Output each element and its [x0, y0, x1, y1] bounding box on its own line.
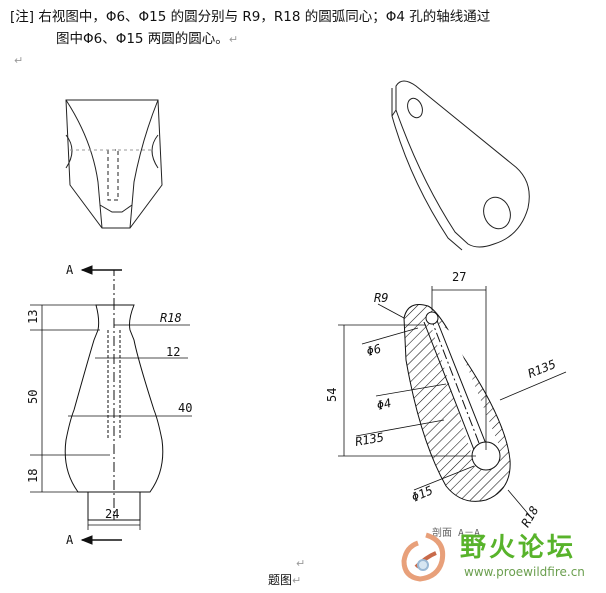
- paragraph-mark: ↵: [14, 54, 24, 67]
- top-view-drawing: [65, 99, 163, 229]
- dim-27: 27: [452, 270, 466, 284]
- dim-24: 24: [105, 507, 119, 521]
- dim-13: 13: [26, 310, 40, 324]
- watermark-title: 野火论坛: [460, 533, 577, 563]
- dim-54: 54: [325, 388, 339, 402]
- dim-12: 12: [166, 345, 180, 359]
- dim-50: 50: [26, 390, 40, 404]
- paragraph-mark: ↵: [228, 33, 239, 46]
- isometric-view-drawing: [391, 80, 530, 251]
- flame-icon: [401, 532, 446, 582]
- dim-r18: R18: [160, 311, 182, 325]
- dim-phi4: Φ4: [375, 396, 392, 413]
- dim-r135-left: R135: [354, 430, 385, 449]
- paragraph-mark: ↵: [292, 574, 302, 587]
- section-label: 剖面 A－A: [432, 526, 480, 539]
- dim-phi15: Φ15: [410, 483, 436, 505]
- watermark-url: www.proewildfire.cn: [464, 565, 585, 579]
- front-section-view: [30, 265, 192, 545]
- problem-note: [注] 右视图中，Φ6、Φ15 的圆分别与 R9，R18 的圆弧同心；Φ4 孔的…: [10, 6, 490, 51]
- dim-phi6: Φ6: [365, 341, 383, 358]
- dim-40: 40: [178, 401, 192, 415]
- figure-caption: 题图↵: [268, 573, 302, 587]
- dim-r9: R9: [374, 291, 388, 305]
- side-section-view: [338, 286, 567, 517]
- section-label-top: A: [66, 263, 74, 277]
- watermark-logo: 野火论坛 www.proewildfire.cn: [396, 521, 606, 593]
- paragraph-mark: ↵: [296, 557, 306, 570]
- note-line-2: 图中Φ6、Φ15 两圆的圆心。↵: [56, 31, 239, 47]
- section-label-bottom: A: [66, 533, 74, 547]
- note-line-1: [注] 右视图中，Φ6、Φ15 的圆分别与 R9，R18 的圆弧同心；Φ4 孔的…: [10, 9, 491, 25]
- dim-18: 18: [26, 469, 40, 483]
